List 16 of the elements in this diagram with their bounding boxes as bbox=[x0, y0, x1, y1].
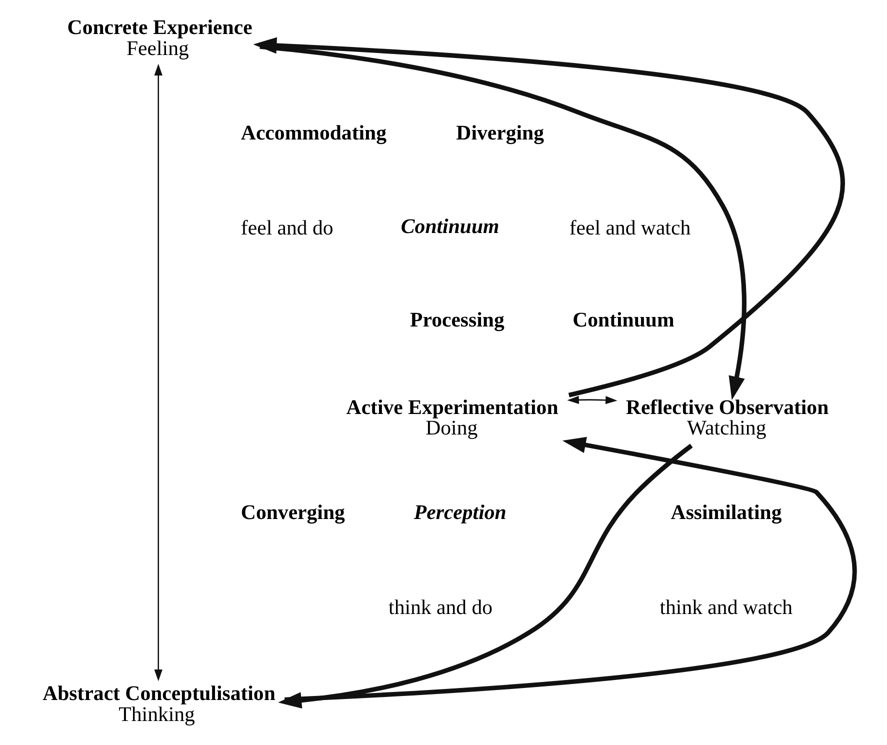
node-text: Reflective Observation Watching bbox=[626, 396, 829, 440]
label: Converging bbox=[240, 501, 345, 524]
label: feel and do bbox=[240, 216, 334, 240]
label: think and watch bbox=[660, 596, 793, 620]
label: Diverging bbox=[456, 121, 544, 144]
node-text: Concrete Experience Feeling bbox=[67, 16, 252, 60]
label: Assimilating bbox=[670, 501, 782, 524]
node-text: Active Experimentation Doing bbox=[346, 396, 558, 440]
label: think and do bbox=[388, 596, 493, 620]
node-text: Abstract Conceptulisation Thinking bbox=[42, 682, 276, 726]
label: Continuum bbox=[572, 308, 674, 332]
label: Perception bbox=[414, 501, 506, 524]
label: Continuum bbox=[400, 215, 500, 238]
label: feel and watch bbox=[569, 216, 691, 240]
label: Accommodating bbox=[240, 121, 387, 144]
label: Processing bbox=[410, 308, 504, 332]
